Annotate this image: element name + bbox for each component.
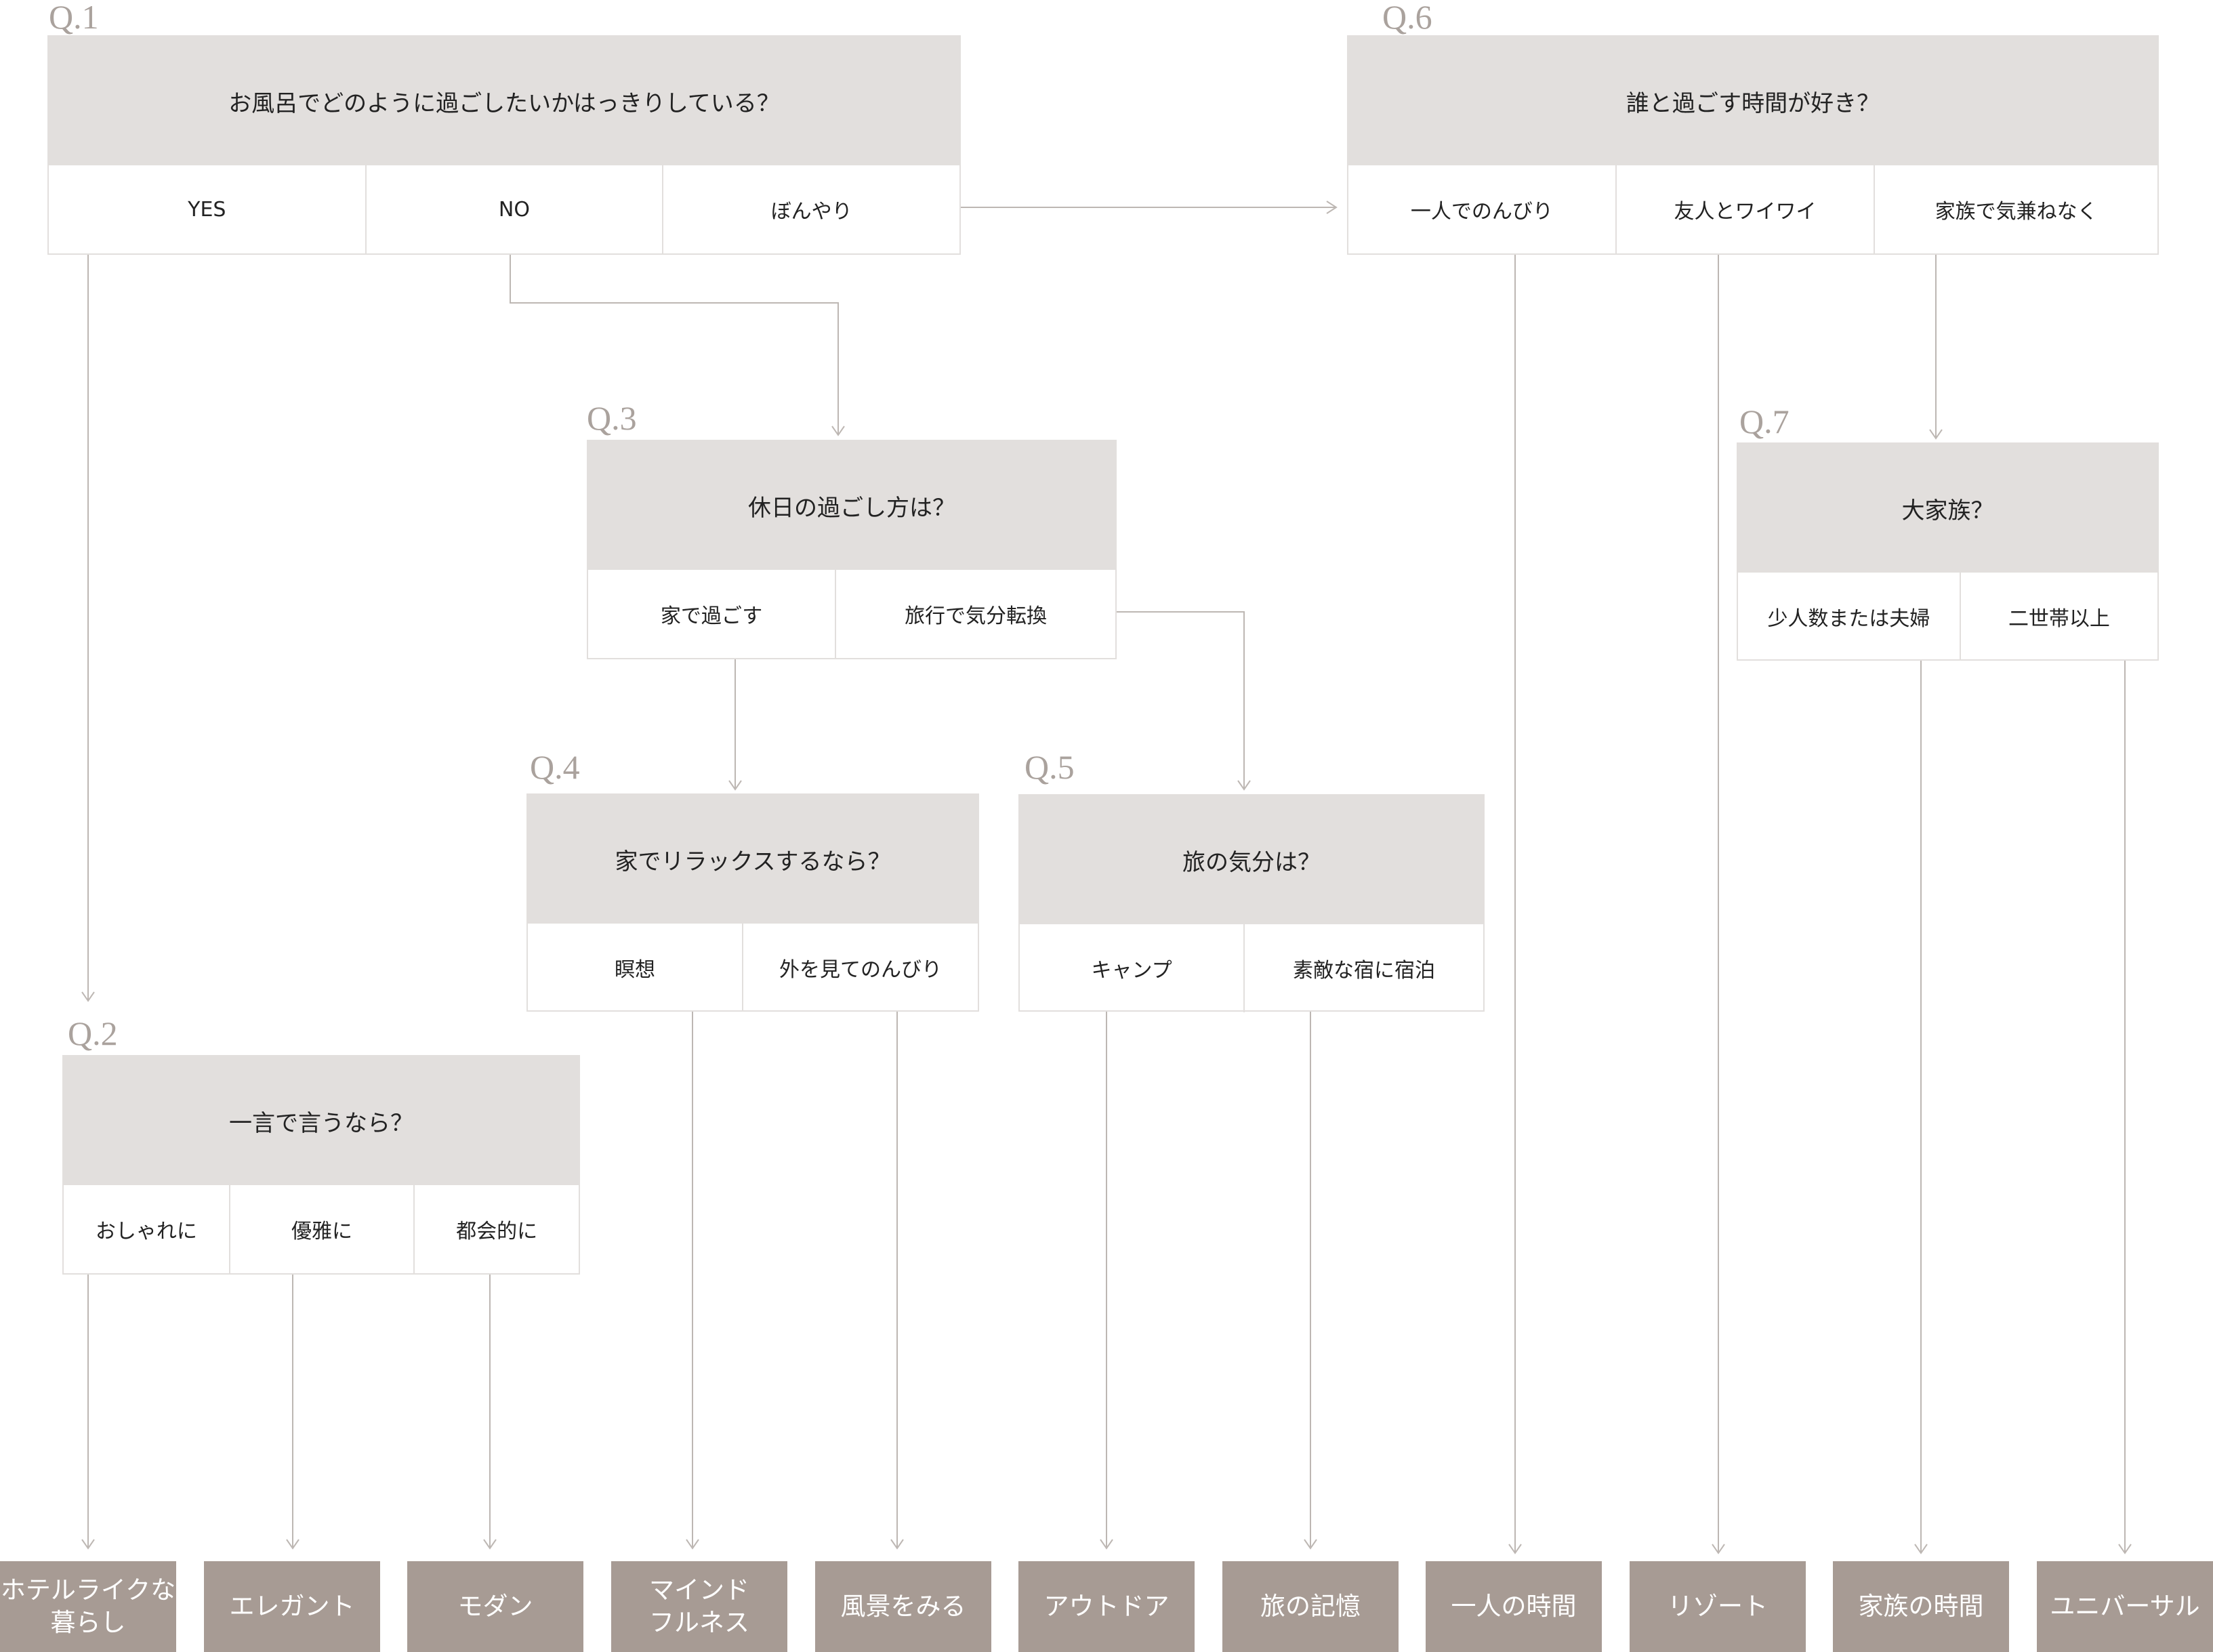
q5-option-inn[interactable]: 素敵な宿に宿泊 xyxy=(1243,924,1483,1012)
question-7: 大家族？ 少人数または夫婦 二世帯以上 xyxy=(1737,442,2159,661)
question-4-text: 家でリラックスするなら？ xyxy=(528,795,978,924)
q4-option-meditate[interactable]: 瞑想 xyxy=(615,958,656,982)
q3-label: Q.3 xyxy=(587,399,637,437)
question-3: 休日の過ごし方は？ 家で過ごす 旅行で気分転換 xyxy=(587,440,1117,659)
q1-option-no[interactable]: NO xyxy=(365,165,663,253)
question-1: お風呂でどのように過ごしたいかはっきりしている？ YES NO ぼんやり xyxy=(47,35,961,255)
result-hotel-like[interactable]: ホテルライクな 暮らし xyxy=(0,1561,176,1652)
q7-option-small[interactable]: 少人数または夫婦 xyxy=(1767,607,1930,631)
result-universal[interactable]: ユニバーサル xyxy=(2037,1561,2213,1652)
q4-option-view[interactable]: 外を見てのんびり xyxy=(742,924,978,1012)
result-alone-time[interactable]: 一人の時間 xyxy=(1426,1561,1602,1652)
q5-label: Q.5 xyxy=(1025,748,1075,786)
question-7-text: 大家族？ xyxy=(1738,444,2157,573)
result-scenery[interactable]: 風景をみる xyxy=(815,1561,991,1652)
q7-option-multigen[interactable]: 二世帯以上 xyxy=(1959,573,2157,661)
question-5-text: 旅の気分は？ xyxy=(1020,796,1483,924)
result-modern[interactable]: モダン xyxy=(407,1561,583,1652)
q2-option-elegant[interactable]: 優雅に xyxy=(228,1185,414,1273)
result-elegant[interactable]: エレガント xyxy=(204,1561,380,1652)
question-4: 家でリラックスするなら？ 瞑想 外を見てのんびり xyxy=(526,793,979,1012)
q4-label: Q.4 xyxy=(530,748,580,786)
q6-option-family[interactable]: 家族で気兼ねなく xyxy=(1874,165,2157,253)
result-family-time[interactable]: 家族の時間 xyxy=(1833,1561,2009,1652)
q2-option-stylish[interactable]: おしゃれに xyxy=(95,1220,197,1243)
question-6: 誰と過ごす時間が好き？ 一人でのんびり 友人とワイワイ 家族で気兼ねなく xyxy=(1347,35,2159,255)
q1-option-yes[interactable]: YES xyxy=(188,197,226,222)
q3-option-home[interactable]: 家で過ごす xyxy=(660,604,763,628)
question-1-text: お風呂でどのように過ごしたいかはっきりしている？ xyxy=(49,37,959,165)
q1-option-unsure[interactable]: ぼんやり xyxy=(662,165,959,253)
q2-option-urban[interactable]: 都会的に xyxy=(413,1185,579,1273)
question-2: 一言で言うなら？ おしゃれに 優雅に 都会的に xyxy=(62,1055,580,1275)
result-resort[interactable]: リゾート xyxy=(1630,1561,1806,1652)
question-5: 旅の気分は？ キャンプ 素敵な宿に宿泊 xyxy=(1018,794,1485,1012)
result-travel-memory[interactable]: 旅の記憶 xyxy=(1222,1561,1399,1652)
question-6-text: 誰と過ごす時間が好き？ xyxy=(1348,37,2157,165)
q6-option-alone[interactable]: 一人でのんびり xyxy=(1410,200,1553,224)
q2-label: Q.2 xyxy=(68,1014,118,1052)
q5-option-camp[interactable]: キャンプ xyxy=(1091,959,1172,983)
question-2-text: 一言で言うなら？ xyxy=(64,1056,579,1185)
q7-label: Q.7 xyxy=(1739,402,1790,440)
result-mindfulness[interactable]: マインド フルネス xyxy=(611,1561,787,1652)
q6-option-friends[interactable]: 友人とワイワイ xyxy=(1615,165,1874,253)
question-3-text: 休日の過ごし方は？ xyxy=(588,441,1115,570)
result-outdoor[interactable]: アウトドア xyxy=(1018,1561,1195,1652)
q3-option-travel[interactable]: 旅行で気分転換 xyxy=(835,570,1115,658)
q1-label: Q.1 xyxy=(49,0,99,36)
q6-label: Q.6 xyxy=(1382,0,1432,36)
